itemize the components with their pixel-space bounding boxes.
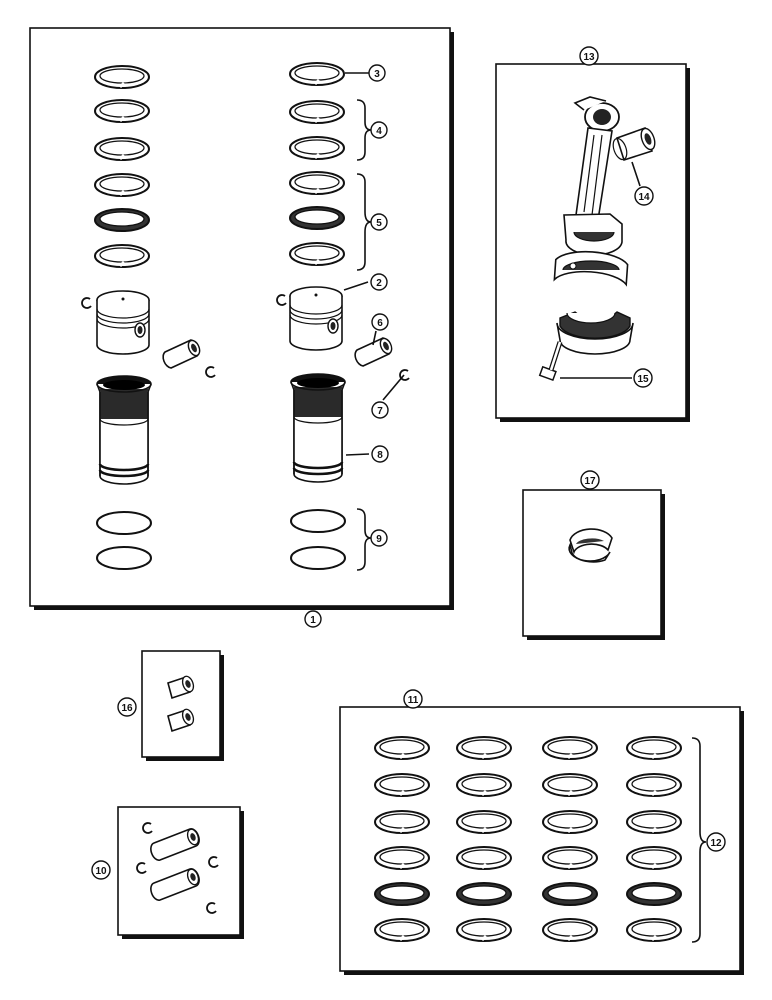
callout-8[interactable]: 8 — [371, 445, 389, 463]
callout-7-label: 7 — [377, 406, 383, 417]
rod-bolt — [538, 341, 563, 382]
callout-2[interactable]: 2 — [370, 273, 388, 291]
callout-6-label: 6 — [377, 318, 383, 329]
callout-7[interactable]: 7 — [371, 401, 389, 419]
piston-pin-bushing — [612, 126, 656, 162]
pin-bushing-panel — [141, 650, 224, 761]
callout-4-label: 4 — [376, 126, 382, 137]
connecting-rod — [563, 96, 623, 256]
callout-1-label: 1 — [310, 615, 316, 626]
bushing-pair-16 — [167, 675, 195, 733]
callout-15[interactable]: 15 — [633, 368, 653, 388]
callout-11-label: 11 — [408, 695, 419, 706]
callout-9[interactable]: 9 — [370, 529, 388, 547]
callout-4[interactable]: 4 — [370, 121, 388, 139]
callout-10[interactable]: 10 — [91, 860, 111, 880]
ring-set-panel — [339, 706, 744, 975]
callout-6[interactable]: 6 — [371, 313, 389, 331]
callout-12-label: 12 — [710, 838, 722, 849]
callout-1[interactable]: 1 — [304, 610, 322, 628]
brace-12 — [691, 737, 707, 943]
callout-15-label: 15 — [637, 374, 649, 385]
callout-14-label: 14 — [638, 192, 650, 203]
callout-17-label: 17 — [584, 476, 596, 487]
callout-8-label: 8 — [377, 450, 383, 461]
callout-2-label: 2 — [376, 278, 382, 289]
callout-9-label: 9 — [376, 534, 382, 545]
callout-16-label: 16 — [121, 703, 133, 714]
main-bearing-panel — [522, 489, 665, 640]
rod-bearing-shells — [553, 250, 629, 287]
bearing-half-17 — [568, 528, 613, 563]
callout-16[interactable]: 16 — [117, 697, 137, 717]
pin-and-clip-set-10 — [136, 822, 219, 914]
callout-5-label: 5 — [376, 218, 382, 229]
callout-3-label: 3 — [374, 69, 380, 80]
right-cylinder-sleeve — [289, 372, 347, 484]
leader-lines-panel-13 — [560, 161, 641, 379]
callout-10-label: 10 — [95, 866, 107, 877]
callout-14[interactable]: 14 — [634, 186, 654, 206]
callout-11[interactable]: 11 — [403, 689, 423, 709]
left-cylinder-sleeve — [95, 374, 153, 486]
callout-3[interactable]: 3 — [368, 64, 386, 82]
callout-12[interactable]: 12 — [706, 832, 726, 852]
callout-13-label: 13 — [583, 52, 595, 63]
callout-17[interactable]: 17 — [580, 470, 600, 490]
callout-5[interactable]: 5 — [370, 213, 388, 231]
piston-sleeve-kit-panel — [29, 27, 454, 610]
callout-13[interactable]: 13 — [579, 46, 599, 66]
rod-cap — [556, 311, 634, 355]
